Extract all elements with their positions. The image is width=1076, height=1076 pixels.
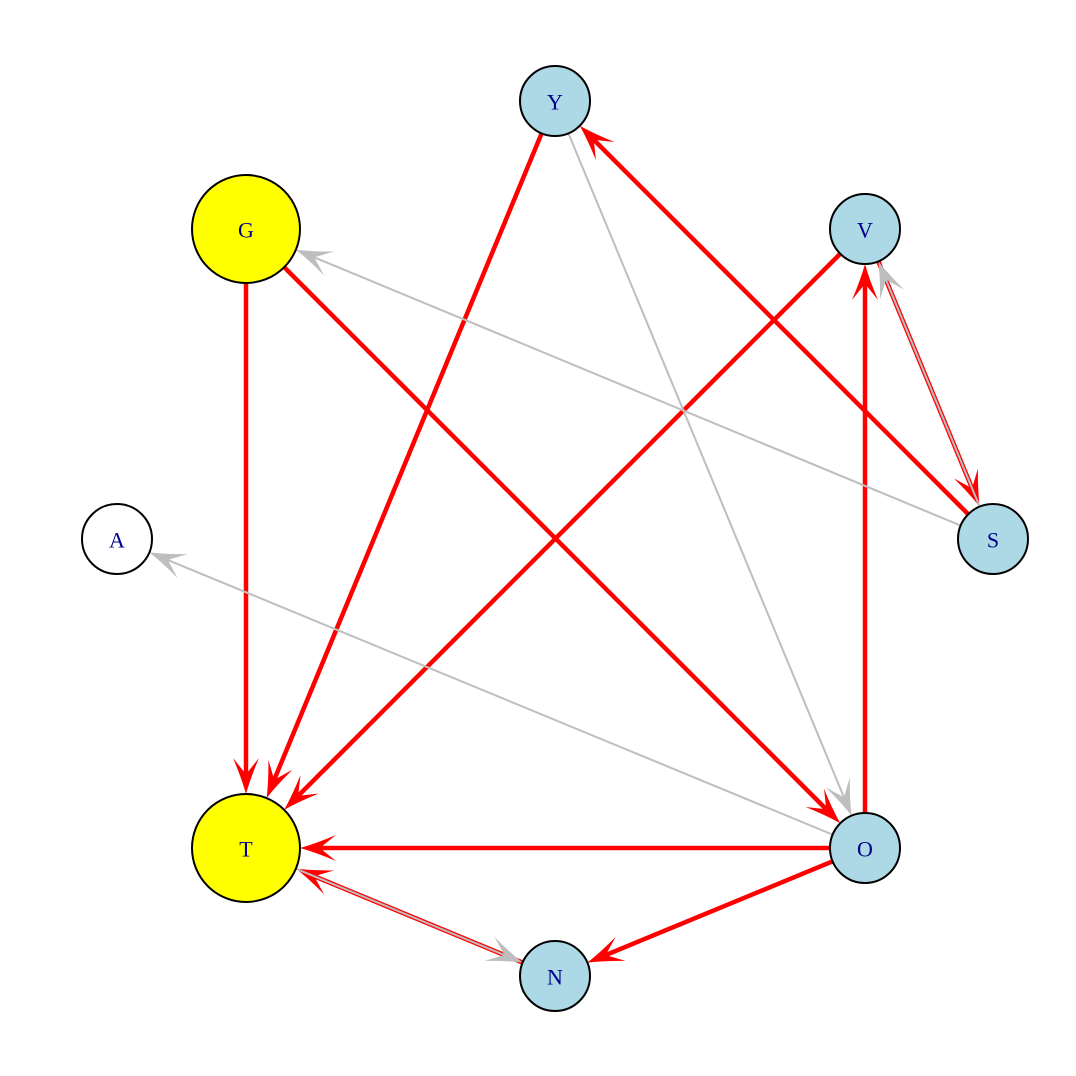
arrowhead-icon [805, 788, 841, 824]
edge-line [167, 558, 834, 836]
node-n: N [519, 940, 591, 1012]
edge-t-to-n [295, 867, 523, 963]
edge-s-to-g [295, 249, 962, 527]
node-a: A [81, 503, 153, 575]
node-label: S [987, 528, 999, 553]
node-circle [519, 65, 591, 137]
node-v: V [829, 193, 901, 265]
arrowhead-icon [266, 759, 293, 799]
arrowhead-icon [579, 125, 615, 161]
node-t: T [191, 793, 301, 903]
node-label: T [239, 837, 253, 862]
arrowhead-icon [295, 249, 335, 276]
arrowhead-icon [878, 261, 905, 300]
node-label: O [857, 837, 873, 862]
edge-o-to-a [149, 552, 834, 836]
node-o: O [829, 812, 901, 884]
edge-v-to-t [284, 252, 842, 810]
edge-g-to-o [282, 265, 841, 824]
edge-o-to-t [300, 835, 830, 861]
edge-line [884, 279, 981, 508]
arrowhead-icon [852, 264, 878, 300]
node-label: N [547, 965, 563, 990]
arrowhead-icon [284, 775, 319, 810]
node-circle [191, 793, 301, 903]
edge-g-to-t [233, 283, 259, 794]
node-label: V [857, 218, 873, 243]
arrowhead-icon [149, 552, 188, 579]
arrowhead-icon [300, 835, 336, 861]
node-circle [957, 503, 1029, 575]
edge-s-to-y [579, 125, 970, 516]
edge-line [592, 138, 970, 516]
node-circle [519, 940, 591, 1012]
edge-o-to-v [852, 264, 878, 813]
edge-layer [149, 125, 981, 965]
node-circle [191, 174, 301, 284]
node-circle [81, 503, 153, 575]
arrowhead-icon [233, 758, 259, 794]
edge-line [567, 132, 845, 798]
node-layer: Y G V A S T O N [81, 65, 1029, 1012]
node-circle [829, 812, 901, 884]
arrowhead-icon [953, 468, 980, 507]
edge-line [272, 132, 544, 781]
arrowhead-icon [295, 868, 335, 895]
edge-line [282, 265, 828, 811]
node-label: Y [547, 90, 563, 115]
edge-y-to-t [266, 132, 544, 799]
edge-o-to-n [587, 859, 834, 963]
node-s: S [957, 503, 1029, 575]
edge-line [604, 859, 834, 958]
node-y: Y [519, 65, 591, 137]
node-circle [829, 193, 901, 265]
node-label: G [238, 218, 254, 243]
arrowhead-icon [825, 777, 852, 816]
node-g: G [191, 174, 301, 284]
arrowhead-icon [484, 936, 523, 963]
arrowhead-icon [587, 936, 626, 963]
edge-line [296, 252, 842, 798]
node-label: A [109, 528, 125, 553]
edge-y-to-o [567, 132, 852, 816]
edge-line [313, 256, 962, 527]
edge-line [295, 867, 505, 956]
edge-s-to-v [878, 261, 981, 508]
